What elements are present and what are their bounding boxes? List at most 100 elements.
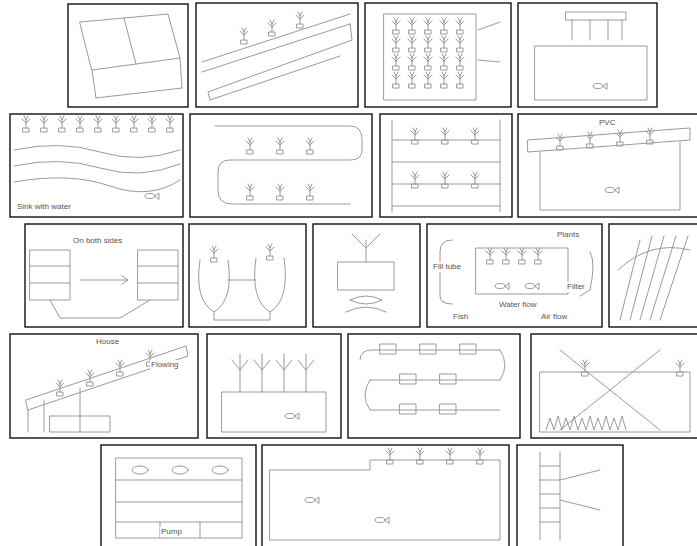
- sketch-strokes: [14, 12, 690, 540]
- handwritten-label: Water flow: [498, 300, 538, 310]
- sketch-stroke: [30, 266, 178, 318]
- sketch-stroke: [199, 258, 286, 320]
- sketch-stroke: [408, 72, 416, 88]
- sketch-stroke: [456, 18, 464, 34]
- sketch-stroke: [446, 448, 454, 464]
- sketch-frames: [10, 3, 697, 546]
- sketch-stroke: [440, 374, 456, 384]
- sketch-stroke: [411, 172, 419, 188]
- sketch-stroke: [68, 4, 188, 107]
- sketch-stroke: [386, 448, 394, 464]
- sketch-stroke: [86, 370, 94, 386]
- sketch-stroke: [471, 172, 479, 188]
- sketch-stroke: [540, 372, 690, 432]
- sketch-stroke: [593, 83, 607, 89]
- handwritten-label: Air flow: [540, 312, 568, 322]
- sketch-stroke: [460, 344, 476, 354]
- sketch-stroke: [246, 184, 254, 200]
- sketch-stroke: [10, 334, 198, 438]
- sketch-stroke: [384, 14, 476, 100]
- sketch-stroke: [502, 248, 510, 264]
- sketch-stroke: [572, 20, 622, 40]
- sketch-stroke: [476, 248, 568, 294]
- sketch-stroke: [531, 334, 697, 438]
- handwritten-label: House: [95, 337, 120, 347]
- sketch-stroke: [392, 72, 400, 88]
- sketch-stroke: [112, 116, 120, 132]
- sketch-stroke: [646, 128, 654, 144]
- sketch-stroke: [14, 145, 180, 191]
- sketch-stroke: [456, 72, 464, 88]
- sketch-stroke: [266, 244, 274, 260]
- handwritten-label: Fill tube: [432, 262, 462, 272]
- sketch-stroke: [94, 116, 102, 132]
- sketch-stroke: [408, 18, 416, 34]
- sketch-stroke: [212, 466, 228, 474]
- sketch-stroke: [210, 246, 218, 262]
- sketch-stroke: [420, 344, 436, 354]
- sketch-stroke: [476, 448, 484, 464]
- sketch-stroke: [408, 36, 416, 52]
- sketch-stroke: [411, 128, 419, 144]
- sketch-stroke: [138, 250, 178, 300]
- sketch-stroke: [207, 334, 341, 438]
- sketch-stroke: [76, 116, 84, 132]
- sketch-stroke: [456, 54, 464, 70]
- sketch-stroke: [276, 138, 284, 154]
- sketch-stroke: [400, 404, 416, 414]
- sketch-stroke: [478, 22, 500, 62]
- sketch-stroke: [56, 380, 64, 396]
- sketch-stroke: [50, 416, 110, 432]
- sketch-stroke: [440, 18, 448, 34]
- sketch-stroke: [400, 374, 416, 384]
- sketch-stroke: [605, 187, 619, 193]
- handwritten-label: Plants: [556, 230, 580, 240]
- sketch-stroke: [408, 54, 416, 70]
- sketch-stroke: [130, 116, 138, 132]
- sketch-stroke: [616, 130, 624, 146]
- sketch-stroke: [440, 240, 593, 304]
- sketch-stroke: [486, 248, 494, 264]
- sketch-stroke: [80, 14, 182, 98]
- sketch-stroke: [517, 445, 623, 546]
- handwritten-label: Filter: [566, 282, 586, 292]
- sketch-stroke: [440, 54, 448, 70]
- handwritten-label: On both sides: [72, 236, 123, 246]
- sketch-stroke: [535, 46, 647, 100]
- sketch-stroke: [534, 248, 542, 264]
- handwritten-label: Flowing: [150, 360, 180, 370]
- sketch-stroke: [190, 114, 372, 217]
- sketch-stroke: [148, 116, 156, 132]
- sketch-stroke: [586, 132, 594, 148]
- sketch-stroke: [528, 128, 690, 210]
- sketch-stroke: [305, 497, 319, 503]
- sketch-stroke: [116, 458, 242, 538]
- handwritten-label: PVC: [598, 118, 616, 128]
- sketch-stroke: [338, 262, 394, 290]
- sketch-stroke: [495, 283, 509, 289]
- sketch-stroke: [380, 344, 396, 354]
- sketch-stroke: [440, 36, 448, 52]
- sketch-stroke: [392, 120, 500, 212]
- sketch-stroke: [346, 234, 386, 312]
- sketch-stroke: [101, 445, 256, 546]
- sketch-stroke: [172, 466, 188, 474]
- sketch-stroke: [424, 54, 432, 70]
- sketch-stroke: [215, 126, 362, 204]
- sketch-stroke: [58, 116, 66, 132]
- sketch-stroke: [132, 466, 148, 474]
- sketch-stroke: [306, 138, 314, 154]
- sketch-stroke: [525, 283, 539, 289]
- sketch-stroke: [285, 413, 299, 419]
- sketch-stroke: [540, 452, 600, 540]
- sketch-stroke: [232, 354, 314, 392]
- sketch-stroke: [276, 184, 284, 200]
- sketch-stroke: [246, 138, 254, 154]
- sketch-stroke: [566, 12, 626, 20]
- sketch-stroke: [26, 346, 188, 432]
- handwritten-label: Fish: [452, 312, 469, 322]
- sketch-stroke: [22, 116, 30, 132]
